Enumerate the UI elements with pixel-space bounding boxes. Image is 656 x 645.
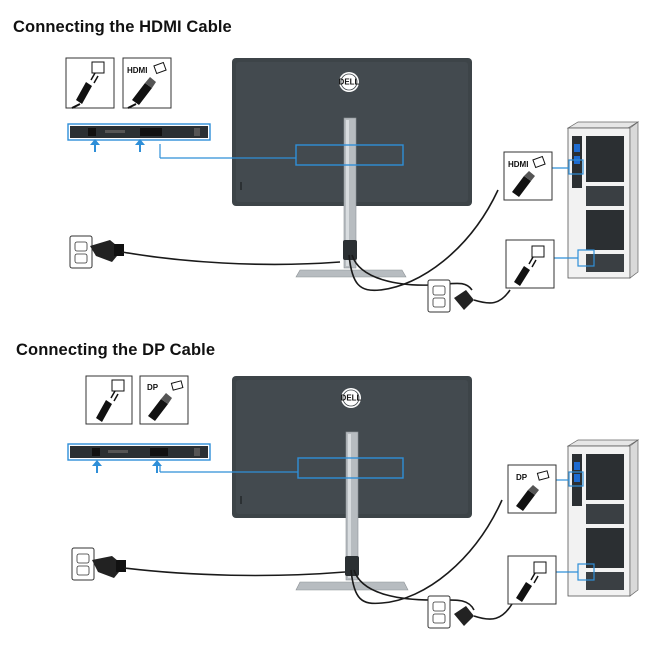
desktop-tower-icon bbox=[566, 439, 640, 597]
power-plug-icon bbox=[454, 606, 474, 626]
power-outlet-icon bbox=[531, 245, 545, 258]
dell-logo: DELL bbox=[341, 394, 362, 403]
dp-plug-icon bbox=[148, 399, 168, 421]
arrow-up-icon bbox=[90, 139, 100, 152]
tower-power-callout bbox=[507, 555, 557, 605]
dp-port-icon bbox=[170, 380, 184, 391]
section-title-dp: Connecting the DP Cable bbox=[16, 341, 216, 359]
power-plug-icon bbox=[516, 582, 532, 602]
wall-outlet-left bbox=[71, 547, 126, 581]
io-panel bbox=[67, 443, 211, 461]
tower-power-callout bbox=[505, 239, 555, 289]
hdmi-plug-icon bbox=[512, 176, 531, 197]
wall-outlet-bottom bbox=[427, 595, 513, 629]
dp-section: Connecting the DP Cable DELL bbox=[0, 320, 656, 645]
power-callout bbox=[65, 57, 115, 109]
dp-connection-diagram: DELL bbox=[67, 375, 640, 629]
dp-callout: DP bbox=[139, 375, 189, 425]
power-callout bbox=[85, 375, 133, 425]
io-highlight-box bbox=[297, 457, 404, 479]
arrow-up-icon bbox=[135, 139, 145, 152]
hdmi-connection-diagram: DELL bbox=[65, 57, 640, 313]
io-panel bbox=[67, 123, 211, 141]
tower-dp-label: DP bbox=[516, 473, 528, 482]
tower-dp-callout: DP bbox=[507, 464, 557, 514]
arrow-up-icon bbox=[152, 460, 162, 473]
power-plug-icon bbox=[96, 400, 112, 422]
hdmi-plug-icon bbox=[132, 83, 152, 105]
monitor-stand bbox=[295, 117, 407, 278]
power-plug-icon bbox=[76, 82, 92, 104]
hdmi-port-icon bbox=[153, 61, 167, 75]
tower-hdmi-label: HDMI bbox=[508, 160, 528, 169]
desktop-tower-icon bbox=[566, 121, 640, 279]
hdmi-callout: HDMI bbox=[122, 57, 172, 109]
dp-label: DP bbox=[147, 383, 159, 392]
power-outlet-icon bbox=[111, 379, 125, 392]
wall-outlet-bottom bbox=[427, 279, 511, 313]
power-plug-icon bbox=[454, 290, 474, 310]
monitor-stand bbox=[295, 431, 409, 591]
hdmi-label: HDMI bbox=[127, 66, 147, 75]
hdmi-section: Connecting the HDMI Cable DELL bbox=[0, 0, 656, 320]
arrow-up-icon bbox=[92, 460, 102, 473]
io-highlight-box bbox=[295, 144, 404, 166]
dell-logo: DELL bbox=[339, 78, 360, 87]
section-title-hdmi: Connecting the HDMI Cable bbox=[13, 18, 232, 36]
power-outlet-icon bbox=[91, 61, 105, 74]
power-plug-icon bbox=[514, 266, 530, 286]
power-outlet-icon bbox=[533, 561, 547, 574]
tower-hdmi-callout: HDMI bbox=[503, 151, 553, 201]
dp-plug-icon bbox=[516, 490, 535, 511]
wall-outlet-left bbox=[69, 235, 124, 269]
